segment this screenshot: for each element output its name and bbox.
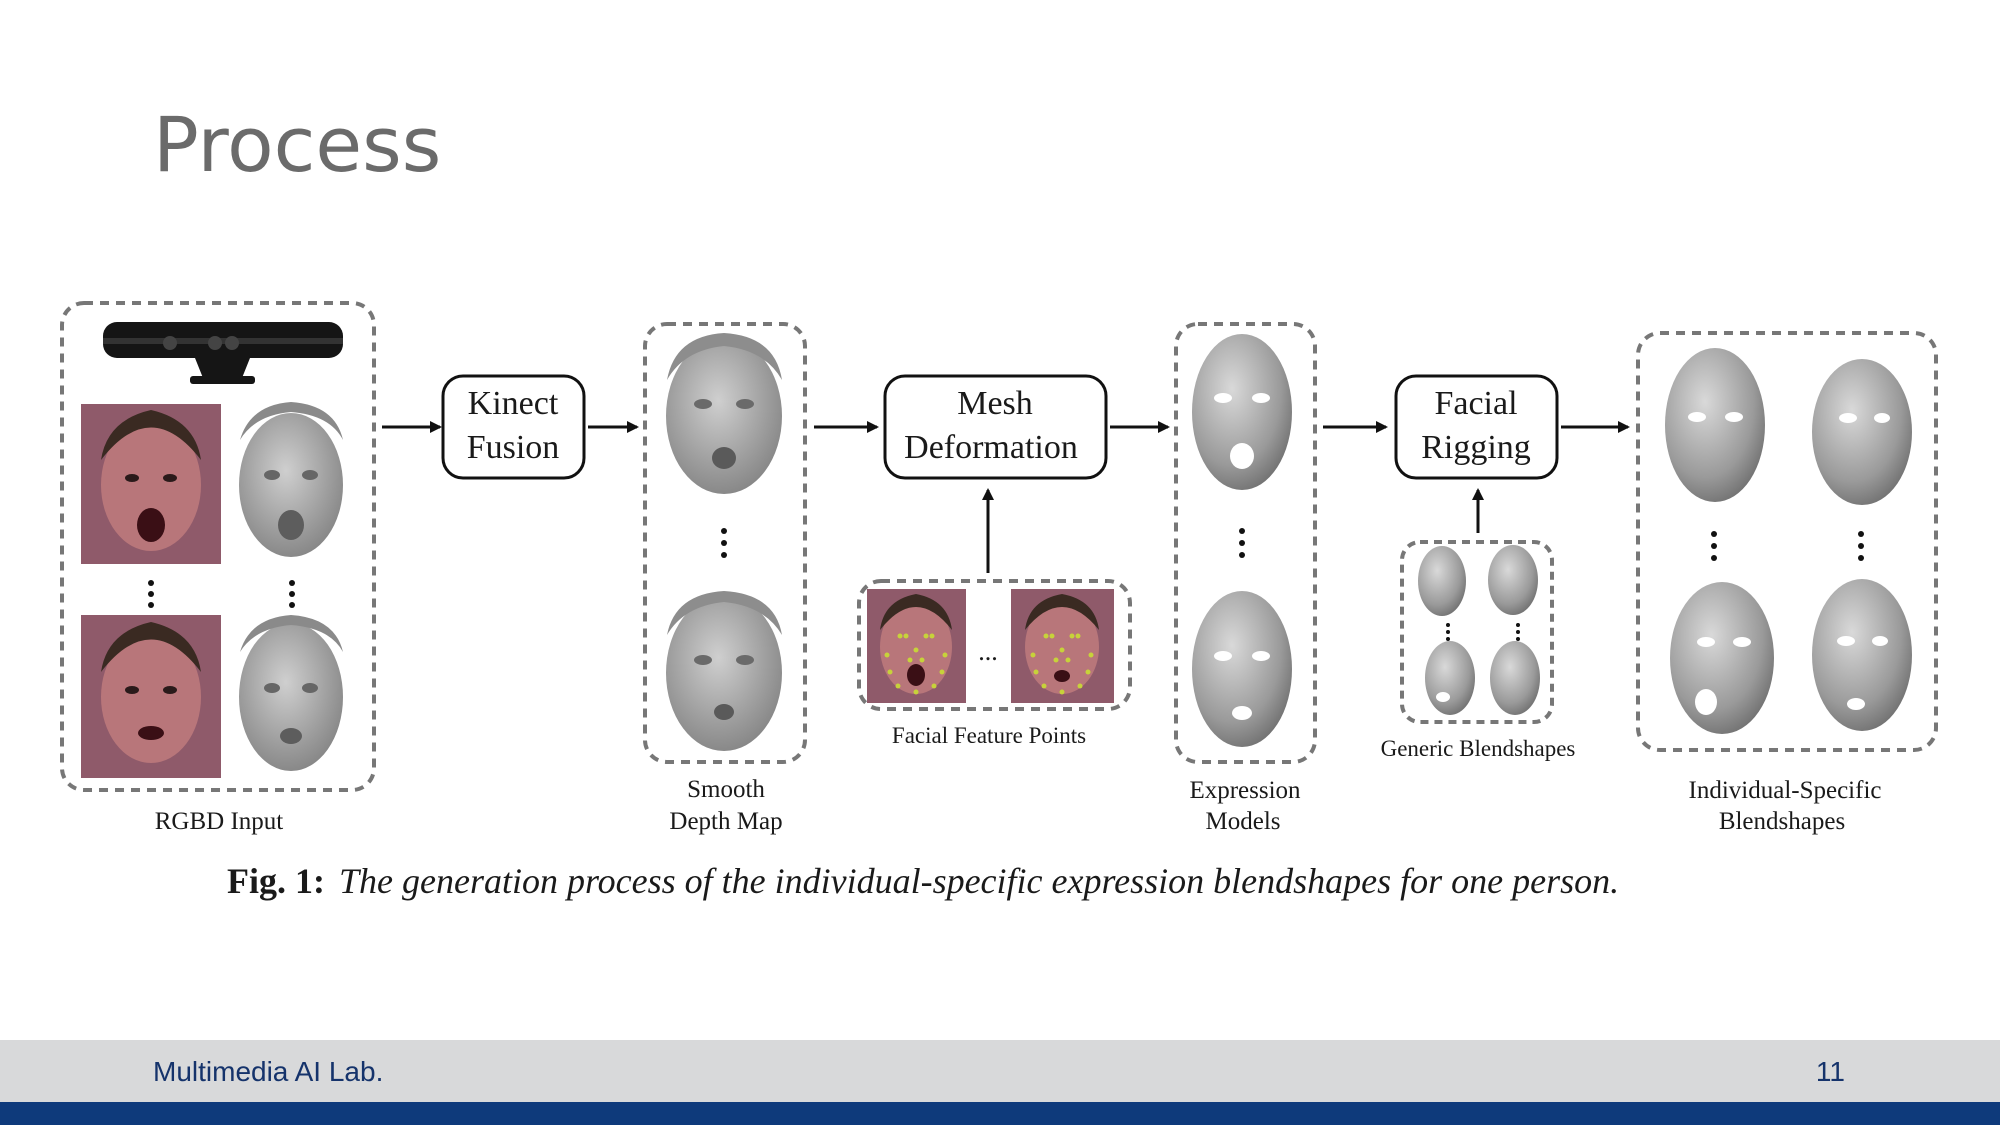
footer-page-number: 11 [1815, 1056, 1845, 1087]
rgbd-vertical-dots [148, 580, 295, 608]
rgbd-dashed-frame [60, 301, 376, 792]
kinect-sensor-icon [103, 322, 343, 384]
generic-head-1 [1418, 546, 1466, 616]
rgb-face-photo-2 [81, 615, 221, 778]
rgbd-input-label: RGBD Input [155, 808, 284, 835]
expression-vertical-dots [1239, 528, 1245, 558]
generic-head-3 [1425, 641, 1475, 715]
individual-dashed-frame [1636, 331, 1938, 752]
expression-models-line1: Expression [1189, 777, 1301, 804]
kinect-fusion-box: Kinect Fusion [441, 374, 586, 480]
smooth-depth-map-group: Smooth Depth Map [643, 322, 807, 835]
generic-blendshapes-group: Generic Blendshapes [1381, 540, 1576, 761]
generic-head-4 [1490, 641, 1540, 715]
figure-caption-text: The generation process of the individual… [338, 861, 1620, 901]
generic-blendshapes-label: Generic Blendshapes [1381, 736, 1576, 761]
smooth-depth-face-1 [666, 333, 782, 494]
expression-models-group: Expression Models [1174, 322, 1317, 835]
generic-head-2 [1488, 545, 1538, 615]
figure-caption: Fig. 1: The generation process of the ind… [227, 860, 1927, 902]
facial-rigging-box: Facial Rigging [1394, 374, 1559, 480]
slide-title: Process [153, 100, 442, 189]
generic-dashed-frame [1400, 540, 1554, 724]
smooth-depth-map-line1: Smooth [687, 776, 765, 803]
feature-points-dashed-frame [857, 579, 1132, 711]
footer-band [0, 1040, 2000, 1102]
feature-points-ellipsis: ... [978, 637, 998, 666]
individual-head-2 [1812, 359, 1912, 505]
smooth-depth-face-2 [666, 591, 782, 751]
kinect-fusion-line2: Fusion [467, 429, 560, 466]
facial-feature-points-group: ... Facial Feature Points [857, 579, 1132, 748]
feature-face-photo-1 [867, 589, 966, 703]
depth-scan-2 [239, 615, 343, 771]
individual-head-3 [1670, 582, 1774, 734]
depth-scan-1 [239, 402, 343, 557]
footer-accent-bar [0, 1102, 2000, 1125]
rgb-face-photo-1 [81, 404, 221, 564]
expression-models-line2: Models [1206, 808, 1281, 835]
kinect-fusion-line1: Kinect [468, 385, 559, 422]
facial-rigging-line1: Facial [1434, 385, 1517, 422]
expression-dashed-frame [1174, 322, 1317, 764]
expression-model-2 [1192, 591, 1292, 747]
individual-head-1 [1665, 348, 1765, 502]
facial-feature-points-label: Facial Feature Points [892, 723, 1086, 748]
rgbd-input-group: RGBD Input [60, 301, 376, 835]
expression-model-1 [1192, 334, 1292, 490]
generic-vertical-dots [1446, 623, 1520, 641]
figure-number: Fig. 1: [227, 861, 325, 901]
mesh-deformation-line1: Mesh [957, 385, 1033, 422]
mesh-deformation-line2: Deformation [904, 429, 1078, 466]
individual-blendshapes-line2: Blendshapes [1719, 808, 1845, 835]
individual-vertical-dots [1711, 531, 1864, 561]
individual-blendshapes-line1: Individual-Specific [1689, 777, 1882, 804]
individual-head-4 [1812, 579, 1912, 731]
footer-lab-name: Multimedia AI Lab. [153, 1056, 384, 1087]
facial-rigging-line2: Rigging [1421, 429, 1531, 466]
depth-map-vertical-dots [721, 528, 727, 558]
smooth-depth-map-line2: Depth Map [669, 808, 782, 835]
feature-face-photo-2 [1011, 589, 1114, 703]
individual-blendshapes-group: Individual-Specific Blendshapes [1636, 331, 1938, 835]
mesh-deformation-box: Mesh Deformation [883, 374, 1108, 480]
